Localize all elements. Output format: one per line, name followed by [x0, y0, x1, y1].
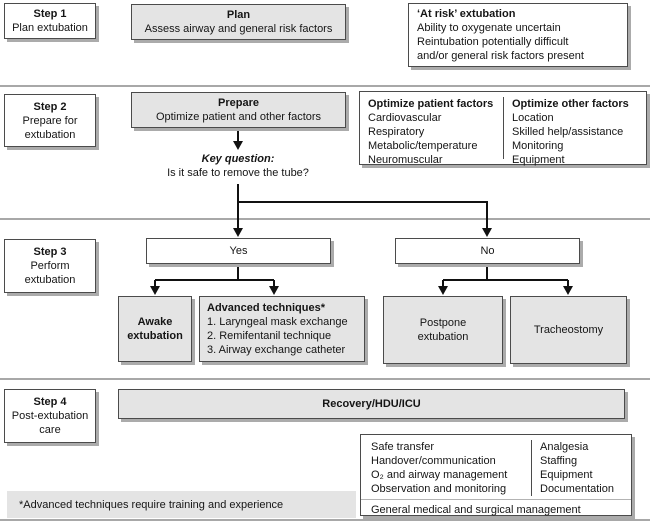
awake-extubation-label: Awake [137, 316, 173, 328]
at-risk-line: Reintubation potentially difficult [417, 36, 569, 48]
step4-label: Post-extubation [11, 410, 89, 422]
optimize-patient-column: Optimize patient factors Cardiovascular … [360, 97, 503, 166]
step3-label: extubation [24, 274, 76, 286]
optimize-patient-item: Respiratory [368, 126, 425, 138]
optimize-other-item: Skilled help/assistance [512, 126, 624, 138]
section-divider-4 [0, 519, 650, 521]
recovery-box: Recovery/HDU/ICU [118, 389, 625, 419]
optimize-other-item: Monitoring [512, 140, 564, 152]
plan-box: Plan Assess airway and general risk fact… [131, 4, 346, 40]
post-care-item: Staffing [540, 455, 578, 467]
step1-box: Step 1 Plan extubation [4, 3, 96, 39]
awake-extubation-label: extubation [127, 330, 183, 342]
section-divider-2 [0, 218, 650, 220]
advanced-technique-item: 3. Airway exchange catheter [207, 344, 346, 356]
step1-label: Plan extubation [12, 22, 88, 34]
post-care-item: Documentation [540, 483, 614, 495]
post-care-item: O₂ and airway management [371, 469, 508, 481]
plan-subtitle: Assess airway and general risk factors [144, 23, 333, 35]
plan-title: Plan [226, 9, 251, 21]
optimize-other-title: Optimize other factors [512, 98, 629, 110]
optimize-patient-item: Neuromuscular [368, 154, 443, 166]
step2-box: Step 2 Prepare for extubation [4, 94, 96, 147]
key-question-label: Key question: [201, 153, 275, 165]
at-risk-box: ‘At risk’ extubation Ability to oxygenat… [408, 3, 628, 67]
post-care-item: Observation and monitoring [371, 483, 507, 495]
optimize-patient-item: Cardiovascular [368, 112, 442, 124]
advanced-technique-item: 1. Laryngeal mask exchange [207, 316, 348, 328]
optimize-other-item: Location [512, 112, 554, 124]
post-care-item: Equipment [540, 469, 593, 481]
step2-title: Step 2 [33, 100, 67, 113]
step3-label: Perform [30, 260, 70, 272]
prepare-title: Prepare [218, 97, 259, 109]
decision-no-box: No [395, 238, 580, 264]
tracheostomy-label: Tracheostomy [533, 324, 604, 336]
footnote: *Advanced techniques require training an… [7, 491, 356, 518]
post-care-footer: General medical and surgical management [361, 499, 631, 517]
at-risk-title: ‘At risk’ extubation [417, 8, 516, 20]
key-question-text: Is it safe to remove the tube? [167, 167, 309, 179]
awake-extubation-box: Awake extubation [118, 296, 192, 362]
step2-label: Prepare for [22, 114, 78, 127]
prepare-box: Prepare Optimize patient and other facto… [131, 92, 346, 128]
at-risk-line: Ability to oxygenate uncertain [417, 22, 561, 34]
advanced-techniques-title: Advanced techniques* [207, 302, 325, 314]
section-divider-3 [0, 378, 650, 380]
step3-box: Step 3 Perform extubation [4, 239, 96, 293]
post-care-item: Handover/communication [371, 455, 496, 467]
prepare-subtitle: Optimize patient and other factors [155, 111, 322, 123]
decision-yes-label: Yes [229, 245, 248, 257]
post-care-item: Safe transfer [371, 441, 434, 453]
step3-title: Step 3 [33, 246, 67, 258]
section-divider-1 [0, 85, 650, 87]
recovery-label: Recovery/HDU/ICU [322, 398, 421, 410]
postpone-extubation-box: Postpone extubation [383, 296, 503, 364]
optimize-other-column: Optimize other factors Location Skilled … [503, 97, 646, 166]
decision-yes-box: Yes [146, 238, 331, 264]
step2-label: extubation [24, 128, 76, 141]
post-care-right-column: Analgesia Staffing Equipment Documentati… [531, 440, 631, 496]
at-risk-line: and/or general risk factors present [417, 50, 584, 62]
post-care-left-column: Safe transfer Handover/communication O₂ … [361, 440, 531, 496]
step4-label: care [39, 424, 61, 436]
step4-box: Step 4 Post-extubation care [4, 389, 96, 443]
advanced-technique-item: 2. Remifentanil technique [207, 330, 332, 342]
post-extubation-care-box: Safe transfer Handover/communication O₂ … [360, 434, 632, 516]
tracheostomy-box: Tracheostomy [510, 296, 627, 364]
key-question: Key question: Is it safe to remove the t… [118, 152, 358, 180]
postpone-extubation-label: extubation [417, 331, 469, 343]
optimize-patient-item: Metabolic/temperature [368, 140, 478, 152]
advanced-techniques-box: Advanced techniques* 1. Laryngeal mask e… [199, 296, 365, 362]
step1-title: Step 1 [33, 8, 67, 20]
optimize-patient-title: Optimize patient factors [368, 98, 494, 110]
post-care-item: Analgesia [540, 441, 589, 453]
decision-no-label: No [480, 245, 495, 257]
optimize-factors-box: Optimize patient factors Cardiovascular … [359, 91, 647, 166]
step4-title: Step 4 [33, 396, 67, 408]
postpone-extubation-label: Postpone [419, 317, 467, 329]
optimize-other-item: Equipment [512, 154, 565, 166]
post-care-columns: Safe transfer Handover/communication O₂ … [361, 440, 631, 496]
